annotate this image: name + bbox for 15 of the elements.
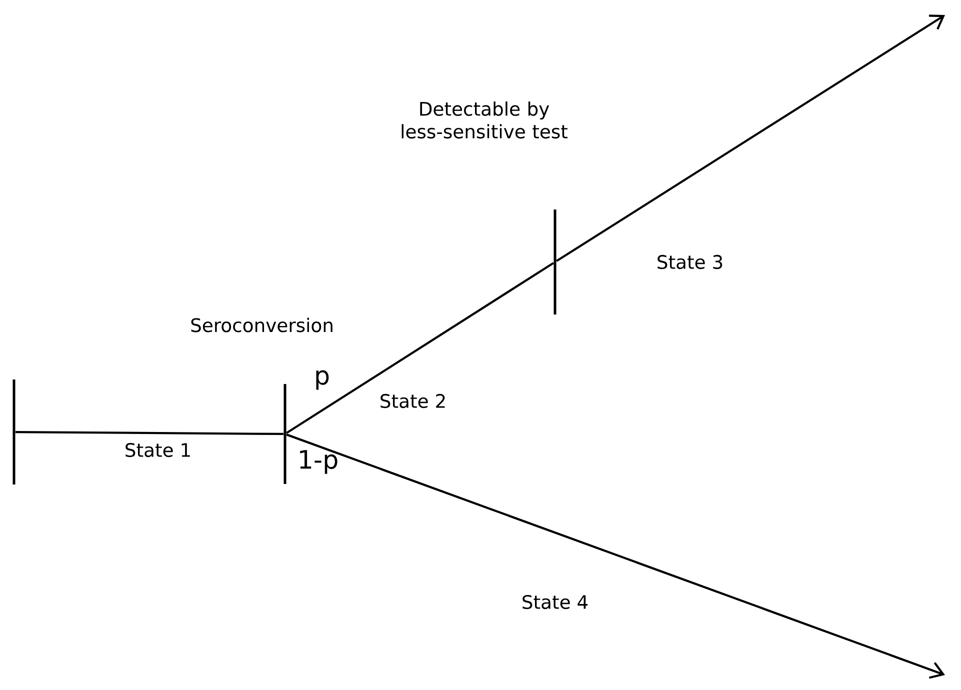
probability-label: 1-p (300, 450, 338, 474)
edge-label: State 4 (522, 594, 588, 610)
event-label: Seroconversion (191, 318, 332, 332)
tick-mark (284, 384, 286, 484)
arrow (556, 14, 946, 262)
line (16, 430, 284, 436)
edge-label: State 3 (658, 254, 722, 270)
tick-mark (12, 379, 16, 485)
line (286, 262, 554, 434)
note-text: Detectable by less-sensitive test (402, 101, 568, 139)
arrow (286, 434, 945, 679)
edge-label: State 2 (380, 394, 445, 408)
probability-label: p (316, 370, 329, 390)
edge-label: State 1 (126, 442, 190, 458)
tick-mark (554, 209, 556, 315)
